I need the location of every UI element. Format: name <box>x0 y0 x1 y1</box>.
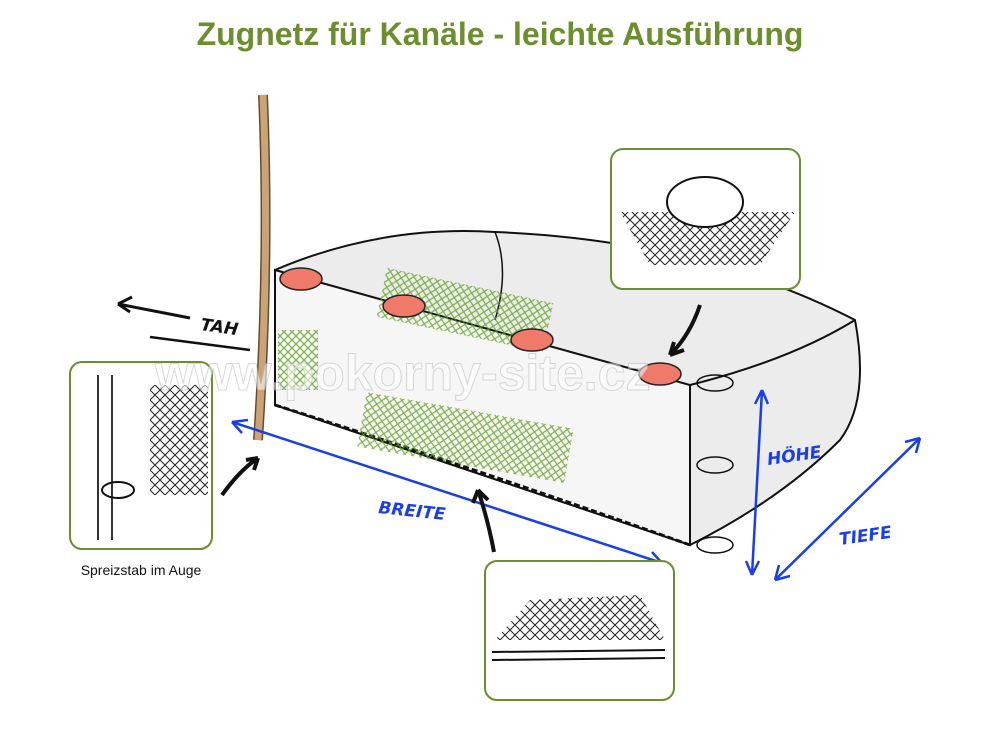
float-1 <box>279 267 323 291</box>
pointer-arrow-bottom <box>471 488 496 553</box>
float-3 <box>510 328 554 352</box>
float-4 <box>638 362 682 386</box>
page-title: Zugnetz für Kanäle - leichte Ausführung <box>196 16 804 52</box>
pull-arrow: TAH <box>117 295 251 352</box>
dimension-width: BREITE <box>231 418 663 568</box>
width-label: BREITE <box>377 498 446 525</box>
watermark: www.pokorny-site.cz <box>154 345 650 401</box>
float-2 <box>382 294 426 318</box>
pointer-arrow-top <box>668 304 702 357</box>
floats <box>279 267 734 554</box>
inset-stick-detail <box>69 361 213 550</box>
inset-bottom-detail <box>484 560 675 701</box>
pointer-arrow-left <box>220 456 260 497</box>
inset-caption: Spreizstab im Auge <box>80 562 202 578</box>
pull-label: TAH <box>199 315 239 340</box>
depth-label: TIEFE <box>838 523 893 550</box>
dimension-depth: TIEFE <box>773 436 922 582</box>
inset-float-detail <box>610 148 801 290</box>
